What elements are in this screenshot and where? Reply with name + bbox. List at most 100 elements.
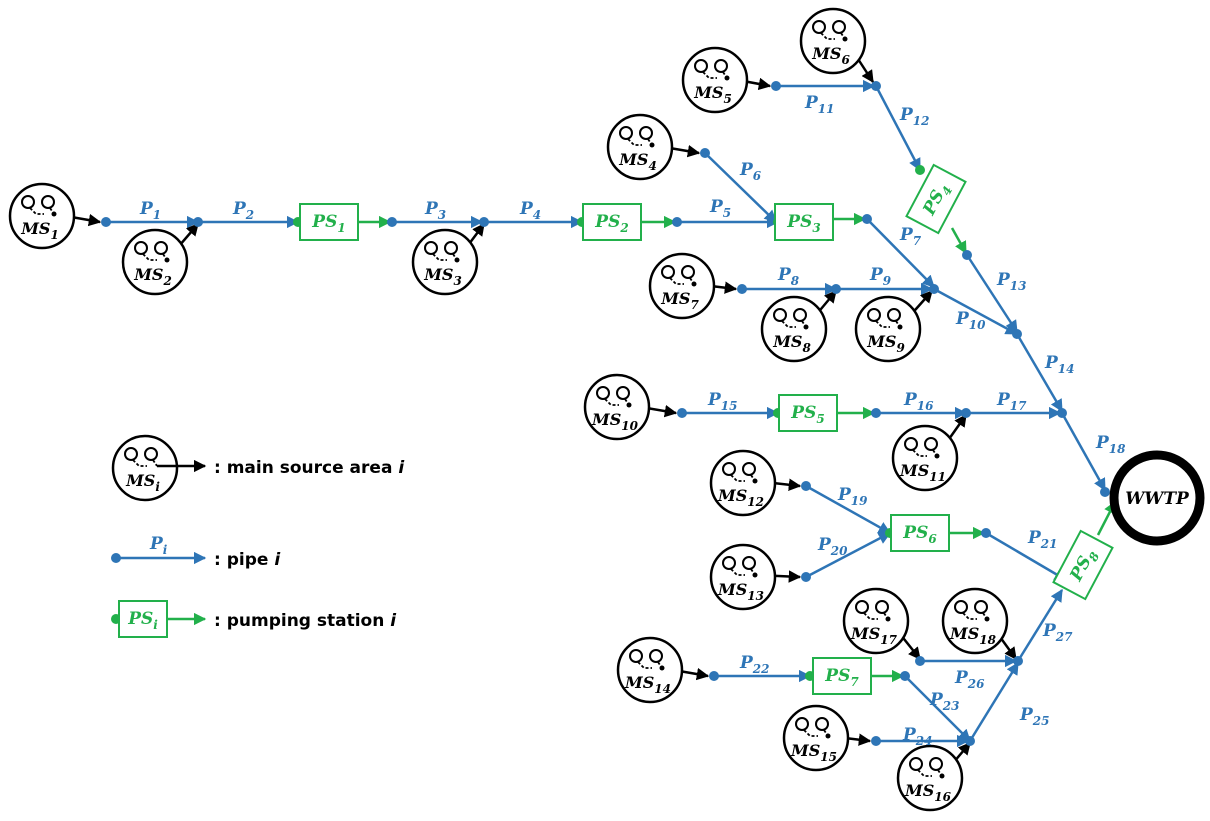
pipe-20-line: [805, 531, 892, 579]
pipe-node: [672, 217, 682, 227]
source-circle: [799, 7, 867, 75]
pipe-node: [101, 217, 111, 227]
ps-label: PS3: [786, 212, 820, 235]
source-label: MS15: [790, 741, 837, 764]
ps-label: PS7: [824, 666, 859, 689]
source-label: MS8: [772, 332, 811, 355]
pipe-label-10: P10: [955, 309, 986, 332]
wwtp-label: WWTP: [1125, 489, 1190, 509]
pumping-station-5: PS5: [778, 394, 838, 432]
legend-pipe: Pi: pipe i: [111, 534, 281, 570]
source-area-12: MS12: [709, 449, 777, 517]
pipe-10-line: [933, 287, 1019, 336]
pipe-label-3: P3: [424, 199, 446, 222]
pipe-label-15: P15: [707, 390, 738, 413]
source-area-7: MS7: [648, 252, 716, 320]
pipe-node: [1012, 329, 1022, 339]
ps-box: [774, 203, 834, 241]
pipe-node: [1013, 656, 1023, 666]
pipe-label-20: P20: [817, 535, 848, 558]
source-glyph: [867, 308, 903, 330]
source-circle: [709, 543, 777, 611]
pipe-node: [965, 736, 975, 746]
pipe-node: [915, 656, 925, 666]
pumping-station-7: PS7: [812, 657, 872, 695]
pumping-station-4: PS4: [905, 163, 967, 235]
source-label: MS7: [660, 289, 699, 312]
pipe-label-5: P5: [709, 197, 731, 220]
source-area-9: MS9: [854, 295, 922, 363]
pipe-label-4: P4: [519, 199, 541, 222]
legend-source: MSi: main source area i: [111, 434, 405, 502]
source-glyph: [722, 556, 758, 578]
pipe-label-17: P17: [996, 390, 1027, 413]
legend-pumping-station: PSi: pumping station i: [111, 600, 397, 638]
pipe-14-line: [1015, 333, 1064, 413]
source-label: MS4: [618, 150, 657, 173]
pumping-station-6: PS6: [890, 514, 950, 552]
source-circle: [121, 228, 189, 296]
pipe-label-27: P27: [1042, 621, 1073, 644]
ps-box: [890, 514, 950, 552]
source-glyph: [795, 717, 831, 739]
legend: MSi: main source area i Pi: pipe i PSi: pu…: [111, 434, 405, 638]
pipe-node: [871, 408, 881, 418]
pipe-node: [831, 284, 841, 294]
pipe-label-25: P25: [1019, 705, 1050, 728]
pipe-node: [801, 572, 811, 582]
source-area-18: MS18: [941, 587, 1009, 655]
source-glyph: [619, 126, 655, 148]
source-glyph: [855, 600, 891, 622]
source-area-11: MS11: [891, 424, 959, 492]
source-glyph: [954, 600, 990, 622]
pipe-label-2: P2: [232, 199, 254, 222]
wwtp-circle: [1109, 450, 1205, 546]
pipe-label-19: P19: [837, 485, 868, 508]
source-label: MS5: [693, 83, 732, 106]
pumping-station-1: PS1: [299, 203, 359, 241]
pipe-21-line: [985, 531, 1068, 582]
ps-box: [812, 657, 872, 695]
source-area-15: MS15: [782, 704, 850, 772]
pipe-node: [871, 81, 881, 91]
pipe-node: [961, 408, 971, 418]
pumping-station-2: PS2: [582, 203, 642, 241]
pipe-label-14: P14: [1044, 353, 1075, 376]
pipe-19-line: [805, 484, 892, 535]
pipe-label-1: P1: [139, 199, 161, 222]
pipe-node: [193, 217, 203, 227]
legend-source-symbol: MSi: [125, 471, 160, 494]
source-circle: [583, 373, 651, 441]
source-label: MS17: [850, 624, 898, 647]
pipe-7-line: [866, 218, 935, 288]
pipe-label-21: P21: [1027, 528, 1058, 551]
pipe-18-line: [1060, 412, 1107, 492]
source-circle: [411, 228, 479, 296]
source-area-6: MS6: [799, 7, 867, 75]
ps-label: PS1: [311, 212, 345, 235]
source-label: MS14: [624, 673, 671, 696]
pipe-label-11: P11: [804, 93, 835, 116]
pipe-node: [962, 250, 972, 260]
source-label: MS1: [20, 219, 59, 242]
pumping-station-8: PS8: [1052, 529, 1114, 601]
source-circle: [891, 424, 959, 492]
source-label: MS12: [717, 486, 764, 509]
source-label: MS18: [949, 624, 997, 647]
source-glyph: [722, 462, 758, 484]
source-area-4: MS4: [606, 113, 674, 181]
source-label: MS2: [133, 265, 172, 288]
pipe-label-18: P18: [1095, 433, 1126, 456]
legend-ps-text: : pumping station i: [214, 611, 397, 631]
source-glyph: [21, 195, 57, 217]
pipe-label-13: P13: [996, 270, 1027, 293]
source-circle: [681, 46, 749, 114]
pipe-label-23: P23: [929, 690, 960, 713]
pipe-node: [900, 671, 910, 681]
source-circle: [842, 587, 910, 655]
pipe-label-6: P6: [739, 160, 762, 183]
source-glyph: [596, 386, 632, 408]
pipe-node: [700, 148, 710, 158]
source-label: MS10: [591, 410, 639, 433]
